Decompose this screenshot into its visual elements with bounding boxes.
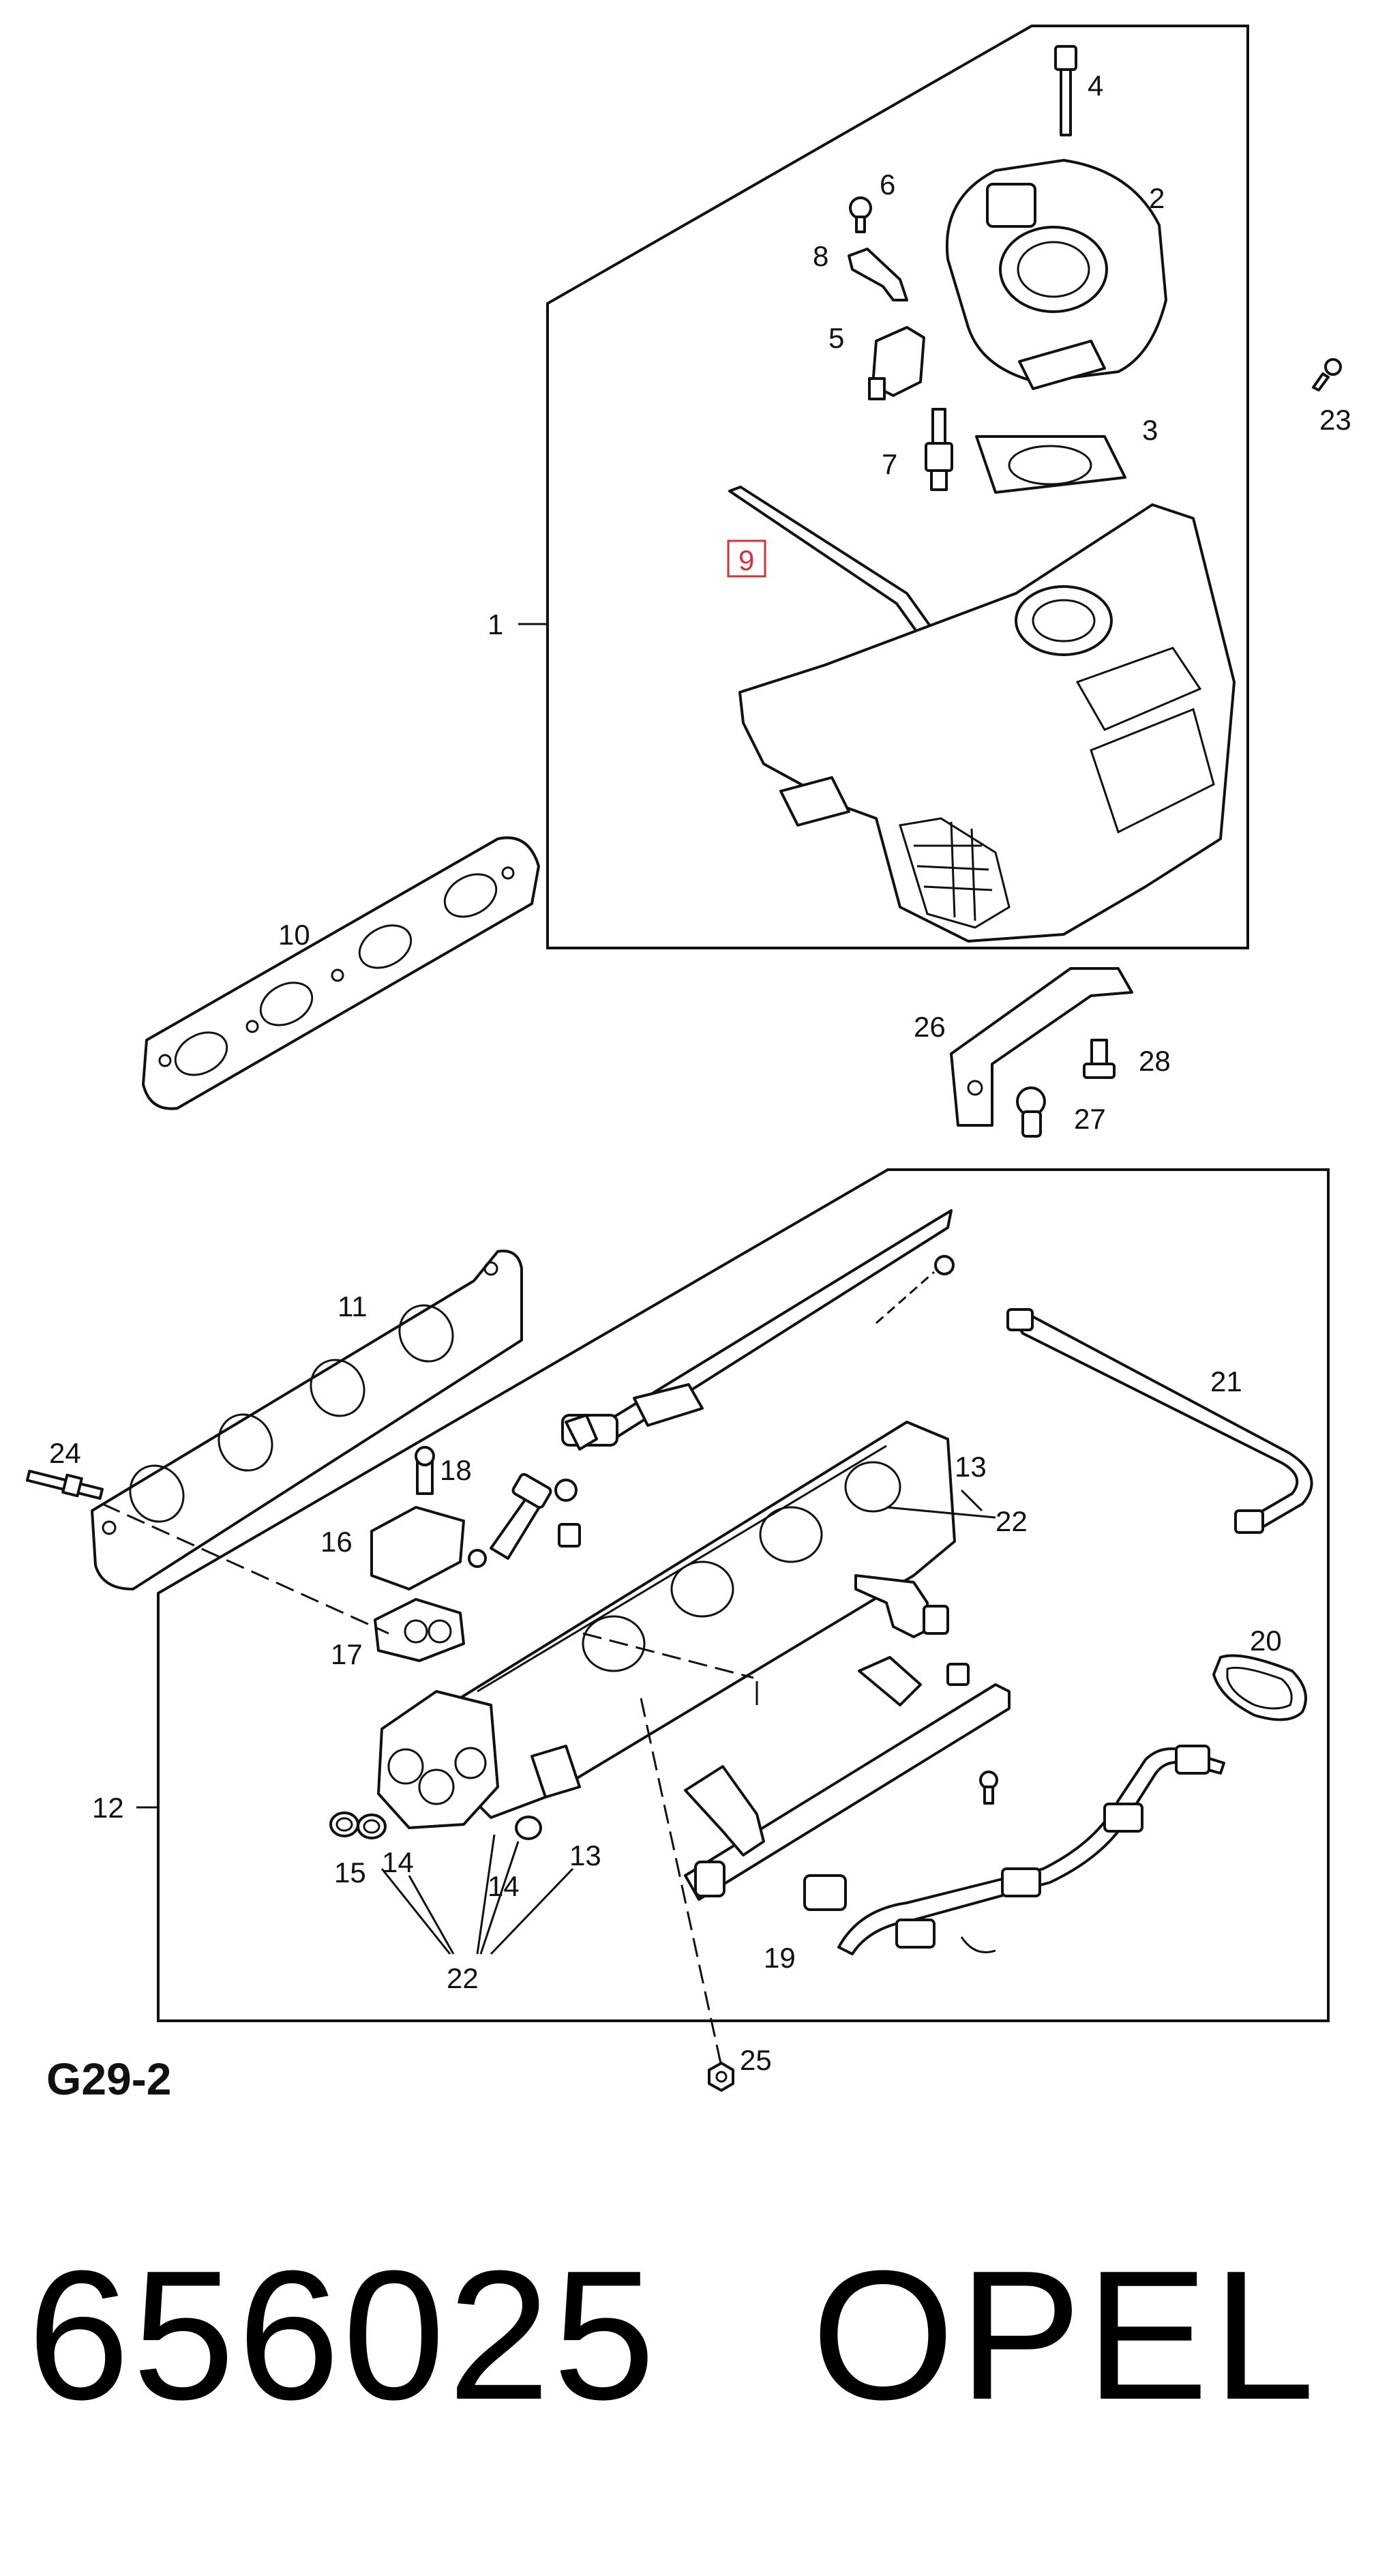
throttle-seal (1212, 1654, 1307, 1721)
stud (25, 1469, 104, 1500)
cover-plate (370, 1446, 465, 1590)
injector-connector (558, 1414, 598, 1548)
support-bracket (950, 967, 1133, 1127)
small-gasket (374, 1598, 465, 1662)
callout-10: 10 (278, 919, 310, 951)
seal-ring-14a (357, 1813, 387, 1839)
bolt-23 (1312, 358, 1342, 391)
callout-7: 7 (882, 448, 897, 480)
dashed-line-stud (102, 1502, 389, 1635)
callout-2: 2 (1149, 182, 1165, 214)
cylinder-head-block (377, 1421, 956, 1829)
temperature-sensor (925, 408, 953, 491)
callout-28: 28 (1139, 1045, 1171, 1077)
injector-2 (854, 1574, 949, 1638)
callout-1: 1 (488, 608, 503, 640)
seal-ring-14b (515, 1816, 542, 1840)
callout-9: 9 (738, 544, 754, 576)
fuel-pipe (1006, 1308, 1313, 1534)
callout-4: 4 (1088, 70, 1103, 102)
intake-manifold (738, 503, 1236, 943)
callout-14b: 14 (488, 1870, 520, 1902)
callout-22b: 22 (447, 1962, 479, 1994)
nut (708, 2062, 734, 2092)
diagram-reference-code: G29-2 (46, 2054, 172, 2104)
manifold-gasket-11 (91, 1249, 523, 1590)
wiring-harness (803, 1745, 1225, 1955)
callout-18: 18 (440, 1454, 472, 1486)
map-sensor (868, 326, 925, 400)
bolt-28 (1083, 1039, 1116, 1079)
callout-21: 21 (1210, 1365, 1242, 1397)
upper-assembly-frame (546, 25, 1249, 949)
dashed-line-nut (640, 1698, 723, 2067)
callout-6: 6 (880, 168, 895, 201)
callout-11: 11 (338, 1290, 368, 1322)
seal-ring-15 (329, 1811, 359, 1837)
brand-name: OPEL (811, 2233, 1319, 2438)
bolt-27 (1016, 1086, 1046, 1138)
callout-19: 19 (764, 1942, 796, 1974)
callout-23: 23 (1319, 404, 1351, 436)
callout-13b: 13 (569, 1839, 601, 1871)
injector-rail (684, 1656, 1011, 1901)
injector-1 (468, 1472, 578, 1568)
throttle-body (945, 159, 1167, 390)
small-bracket (848, 248, 908, 301)
callout-5: 5 (828, 322, 844, 354)
callout-8: 8 (813, 240, 828, 272)
part-9-highlight-box (727, 539, 766, 578)
callout-12: 12 (92, 1792, 124, 1824)
callout-3: 3 (1142, 414, 1158, 446)
callout-27: 27 (1074, 1103, 1106, 1135)
callout-16: 16 (320, 1526, 353, 1558)
callout-15: 15 (334, 1856, 366, 1889)
callout-24: 24 (49, 1437, 81, 1469)
callout-17: 17 (331, 1638, 363, 1670)
callout-14a: 14 (382, 1846, 414, 1878)
leader-lines (136, 623, 996, 1955)
callout-22a: 22 (996, 1505, 1028, 1537)
lower-assembly-frame (157, 1168, 1330, 2022)
screw (849, 196, 872, 233)
throttle-gasket (975, 435, 1126, 494)
bolt (1054, 45, 1077, 136)
callout-26: 26 (914, 1011, 946, 1043)
callout-13a: 13 (955, 1451, 987, 1483)
dashed-line-block (582, 1632, 754, 1679)
rail-bolt (876, 1255, 955, 1324)
callouts: 1 2 3 4 5 6 7 8 9 10 11 12 13 13 14 14 1… (49, 70, 1351, 2076)
callout-20: 20 (1250, 1625, 1282, 1657)
part-number: 656025 (27, 2233, 658, 2438)
harness-bolt (979, 1771, 998, 1805)
callout-25: 25 (740, 2044, 772, 2076)
manifold-gasket-10 (142, 836, 540, 1110)
